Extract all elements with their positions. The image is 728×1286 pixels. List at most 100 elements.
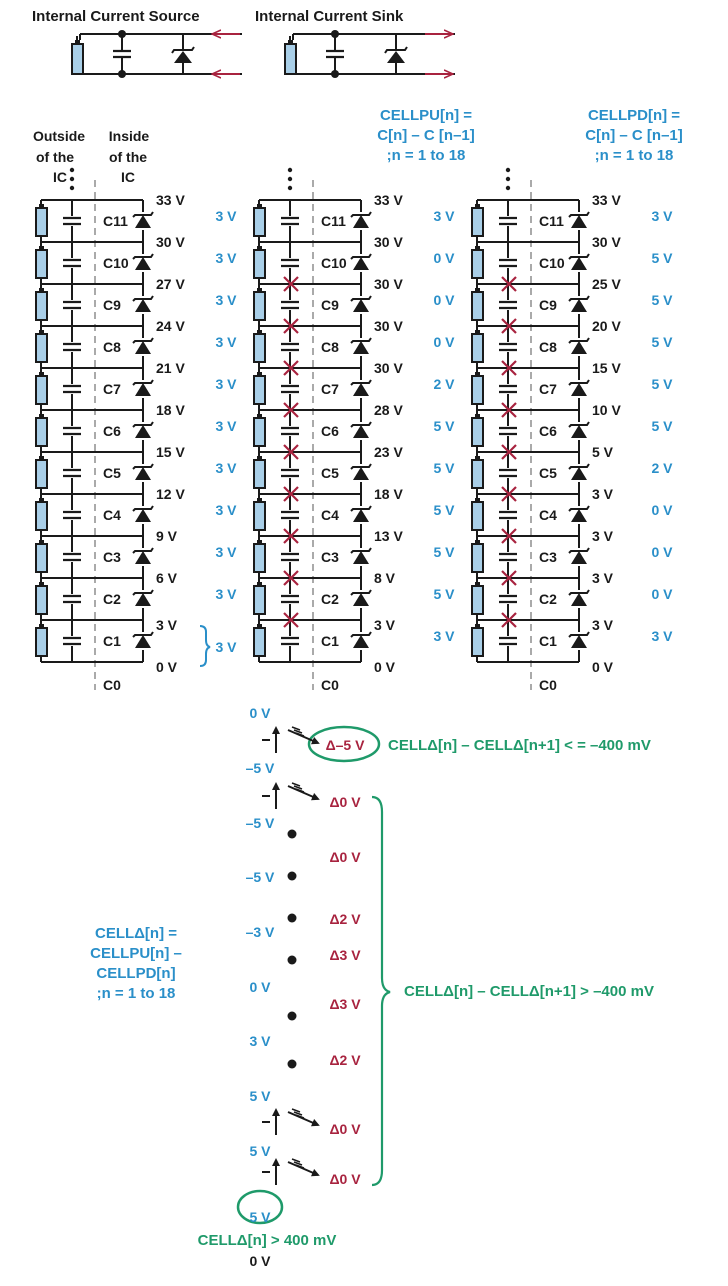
continuation-dot bbox=[69, 167, 75, 173]
battery-terminal bbox=[39, 330, 44, 334]
zener-diode-icon bbox=[350, 547, 372, 564]
led-arrow-tick bbox=[291, 1108, 301, 1113]
zener-diode-icon bbox=[350, 337, 372, 354]
diode-bar bbox=[568, 505, 590, 512]
diode-triangle bbox=[571, 215, 587, 228]
open-switch-x-icon bbox=[501, 276, 517, 292]
diode-bar bbox=[350, 379, 372, 386]
battery-cell bbox=[253, 585, 266, 615]
battery-cell bbox=[35, 627, 48, 657]
cell-name-label: C9 bbox=[103, 297, 121, 313]
zener-diode-icon bbox=[568, 253, 590, 270]
zener-diode-icon bbox=[132, 631, 154, 648]
zener-diode-icon bbox=[132, 379, 154, 396]
diode-bar bbox=[132, 505, 154, 512]
diode-triangle bbox=[135, 383, 151, 396]
node-voltage-label: 30 V bbox=[374, 234, 403, 250]
zener-diode-icon bbox=[568, 589, 590, 606]
battery-terminal bbox=[475, 204, 480, 208]
cell-name-label: C3 bbox=[321, 549, 339, 565]
capacitor-gap bbox=[62, 594, 82, 604]
delta-right-value: Δ0 V bbox=[329, 1171, 361, 1187]
node-voltage-label: 33 V bbox=[592, 192, 621, 208]
x-stroke bbox=[283, 528, 299, 544]
battery-cell bbox=[71, 43, 84, 75]
x-stroke bbox=[283, 360, 299, 376]
cell-name-label: C1 bbox=[539, 633, 557, 649]
cell-voltage-label: 5 V bbox=[651, 376, 673, 392]
cell-name-label: C10 bbox=[539, 255, 565, 271]
node-voltage-label: 8 V bbox=[374, 570, 396, 586]
battery-cell bbox=[253, 207, 266, 237]
cell-voltage-label: 2 V bbox=[651, 460, 673, 476]
cell-name-label: C9 bbox=[321, 297, 339, 313]
cell-voltage-label: 5 V bbox=[651, 418, 673, 434]
c1-brace bbox=[199, 625, 211, 667]
battery-terminal bbox=[39, 582, 44, 586]
battery-cell bbox=[35, 375, 48, 405]
node-voltage-label: 23 V bbox=[374, 444, 403, 460]
open-switch-x-icon bbox=[501, 486, 517, 502]
node-voltage-label: 3 V bbox=[156, 617, 178, 633]
diode-triangle bbox=[135, 551, 151, 564]
cell-name-label: C7 bbox=[321, 381, 339, 397]
battery-cell bbox=[253, 543, 266, 573]
cell-voltage-label: 3 V bbox=[215, 639, 237, 655]
led-arrow-tick bbox=[293, 785, 303, 790]
battery-cell bbox=[253, 627, 266, 657]
delta-left-value: 0 V bbox=[249, 705, 271, 721]
cell-name-label: C5 bbox=[321, 465, 339, 481]
delta-right-value: Δ0 V bbox=[329, 1121, 361, 1137]
junction-dot bbox=[118, 70, 126, 78]
battery-terminal bbox=[257, 624, 262, 628]
node-voltage-label: 0 V bbox=[374, 659, 396, 675]
battery-terminal bbox=[39, 204, 44, 208]
current-source-symbol bbox=[71, 30, 242, 78]
diode-triangle bbox=[174, 51, 192, 63]
diode-bar bbox=[350, 547, 372, 554]
battery-terminal bbox=[257, 372, 262, 376]
cell-name-label: C3 bbox=[103, 549, 121, 565]
diode-bar bbox=[171, 46, 195, 54]
zener-diode-icon bbox=[568, 337, 590, 354]
capacitor-gap bbox=[280, 426, 300, 436]
zener-diode-icon bbox=[568, 505, 590, 522]
header-pu-line3: ;n = 1 to 18 bbox=[387, 147, 466, 164]
x-stroke bbox=[283, 318, 299, 334]
continuation-dot bbox=[69, 185, 75, 191]
zener-diode-icon bbox=[568, 547, 590, 564]
header-inside: Inside of the IC bbox=[109, 128, 150, 185]
x-stroke bbox=[501, 570, 517, 586]
zener-diode-icon bbox=[132, 295, 154, 312]
cell-name-label: C2 bbox=[539, 591, 557, 607]
node-voltage-label: 12 V bbox=[156, 486, 185, 502]
diode-bar bbox=[568, 421, 590, 428]
node-voltage-label: 13 V bbox=[374, 528, 403, 544]
junction-dot bbox=[118, 30, 126, 38]
capacitor-gap bbox=[280, 216, 300, 226]
capacitor-gap bbox=[498, 594, 518, 604]
diode-bar bbox=[350, 253, 372, 260]
battery-terminal bbox=[475, 414, 480, 418]
node-voltage-label: 9 V bbox=[156, 528, 178, 544]
diode-bar bbox=[350, 421, 372, 428]
continuation-dot bbox=[69, 176, 75, 182]
diode-triangle bbox=[135, 509, 151, 522]
current-sink-symbol bbox=[284, 30, 455, 78]
open-switch-x-icon bbox=[283, 612, 299, 628]
battery-terminal bbox=[257, 456, 262, 460]
capacitor-gap bbox=[62, 384, 82, 394]
cell-voltage-label: 5 V bbox=[433, 460, 455, 476]
open-switch-x-icon bbox=[283, 360, 299, 376]
diode-triangle bbox=[353, 215, 369, 228]
continuation-dot bbox=[287, 955, 297, 965]
open-switch-x-icon bbox=[501, 318, 517, 334]
cell-name-label: C6 bbox=[321, 423, 339, 439]
diode-triangle bbox=[353, 383, 369, 396]
capacitor-gap bbox=[498, 426, 518, 436]
node-voltage-label: 10 V bbox=[592, 402, 621, 418]
condition-brace bbox=[371, 795, 391, 1187]
cell-voltage-label: 0 V bbox=[433, 292, 455, 308]
